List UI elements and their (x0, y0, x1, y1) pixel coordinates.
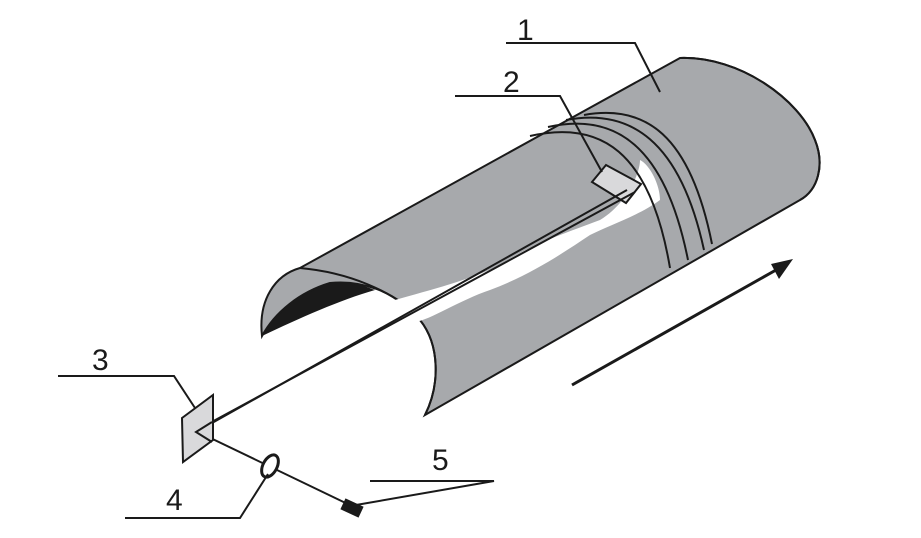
leader-line-1 (506, 42, 661, 93)
ring-bands (529, 111, 713, 269)
leader-line-3 (58, 375, 196, 409)
label-2: 2 (503, 66, 520, 99)
reflected-beam (207, 191, 636, 425)
cylinder-far-end (679, 56, 821, 201)
label-1: 1 (517, 14, 534, 47)
cylinder-body (260, 56, 821, 418)
leader-line-5 (355, 480, 495, 506)
leader-line-2 (455, 95, 603, 173)
label-3: 3 (92, 344, 109, 377)
mirror-plate (180, 393, 214, 464)
label-4: 4 (166, 484, 183, 517)
lens-icon (260, 453, 280, 479)
light-streak (395, 160, 660, 322)
arrow-right-up-icon (571, 259, 793, 387)
leader-line-4 (125, 473, 269, 519)
mirror-reflection-mark (194, 421, 213, 443)
detector-icon (340, 498, 364, 518)
cylinder (260, 56, 821, 418)
label-5: 5 (432, 444, 449, 477)
